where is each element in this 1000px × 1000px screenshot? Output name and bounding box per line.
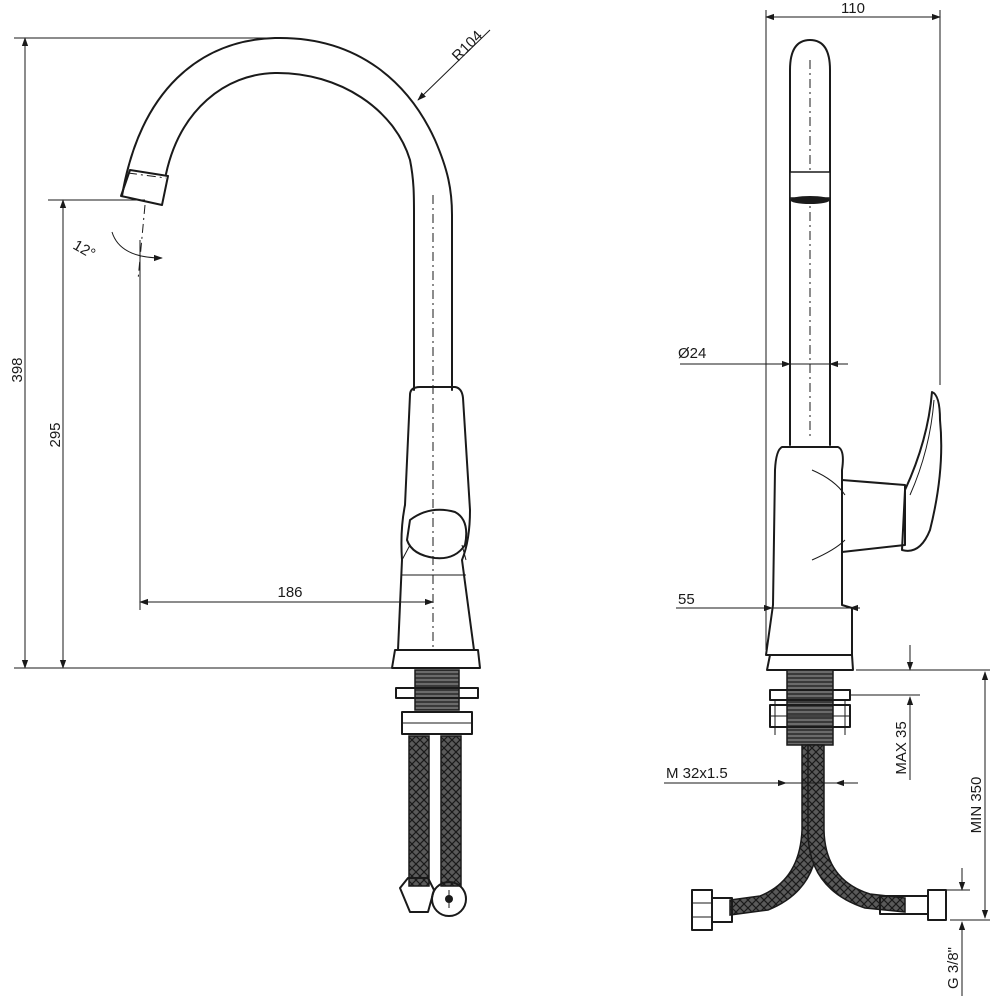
front-view (120, 36, 481, 917)
side-dimensions: 110 Ø24 55 M 32x1.5 MAX 35 MIN 350 G 3/8… (664, 0, 990, 996)
side-hose-nut-left (691, 889, 713, 931)
dim-connection: G 3/8" (945, 947, 962, 989)
side-hose-left (729, 744, 819, 916)
side-hose-right (807, 744, 906, 913)
side-base (766, 654, 854, 671)
hose-left (408, 735, 430, 887)
side-aerator-band (789, 171, 831, 199)
dim-reach: 186 (277, 584, 302, 601)
dim-min-hose: MIN 350 (968, 777, 985, 834)
dim-height-total: 398 (9, 357, 26, 382)
dim-pipe-diameter: Ø24 (678, 345, 706, 362)
dim-height-spout: 295 (47, 422, 64, 447)
side-lever-handle (901, 391, 943, 552)
spout-inner-arc (165, 71, 415, 391)
dim-width: 110 (841, 0, 865, 17)
base-rim (391, 649, 481, 669)
aerator (120, 169, 169, 206)
side-spout-pipe (789, 39, 831, 446)
dim-base-diameter: 55 (678, 591, 695, 608)
dim-radius: R104 (449, 27, 486, 64)
dim-angle: 12° (70, 237, 98, 263)
dim-thread: M 32x1.5 (666, 765, 728, 782)
spout-outer-arc (121, 36, 453, 391)
front-dimensions: 398 295 186 12° R104 (9, 27, 491, 669)
lever-handle (406, 508, 468, 560)
fixing-washer (395, 687, 479, 699)
side-threaded-rod (786, 669, 834, 746)
side-hose-nut-right (927, 889, 947, 921)
side-body (765, 446, 853, 656)
side-view (691, 39, 947, 931)
hose-right (440, 735, 462, 887)
faucet-body (397, 386, 475, 651)
outlet-axis (137, 204, 146, 281)
hose-nut-right (431, 881, 467, 917)
dim-max-thickness: MAX 35 (893, 721, 910, 774)
threaded-rod (414, 669, 460, 711)
side-lever-connector (841, 479, 906, 553)
